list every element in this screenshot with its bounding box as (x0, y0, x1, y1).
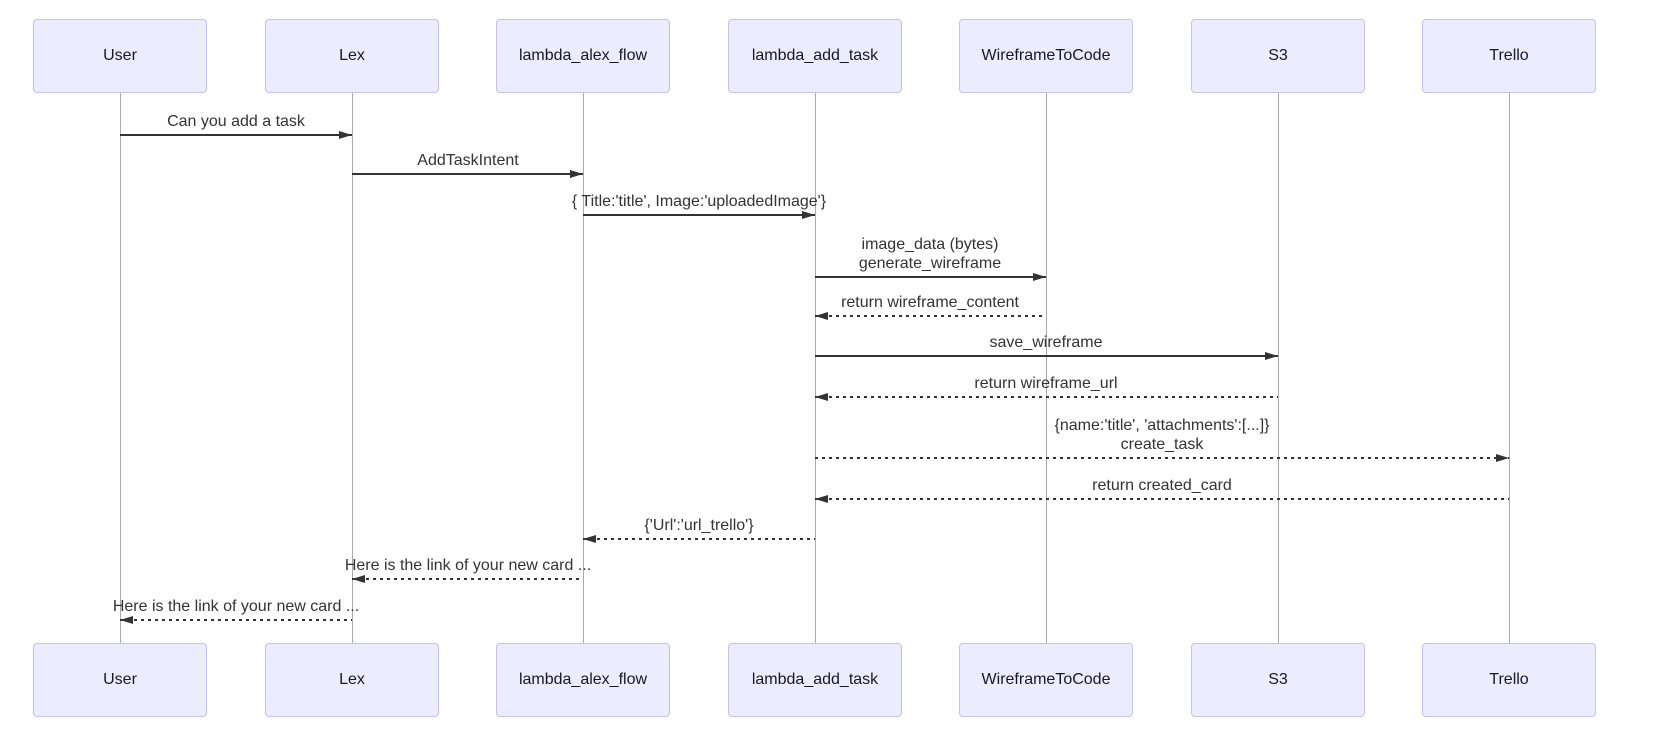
message-text: create_task (1120, 436, 1204, 453)
actor-top-lambda-add-task: lambda_add_task (728, 19, 902, 93)
message-2-line (352, 173, 583, 175)
message-10-line (583, 538, 815, 540)
message-10-label: {'Url':'url_trello'} (644, 516, 753, 535)
lifeline-s3 (1278, 93, 1279, 643)
message-text: image_data (bytes) (861, 236, 999, 253)
actor-top-wireframe-to-code: WireframeToCode (959, 19, 1133, 93)
message-text: return wireframe_content (841, 294, 1019, 311)
actor-label: Trello (1489, 47, 1529, 64)
lifeline-trello (1509, 93, 1510, 643)
actor-label: lambda_alex_flow (518, 671, 648, 688)
message-6-line (815, 355, 1278, 357)
arrowhead-right-icon (339, 131, 352, 139)
message-5-line (815, 315, 1046, 317)
message-text: save_wireframe (989, 334, 1103, 351)
actor-label: lambda_add_task (751, 671, 879, 688)
message-3-line (583, 214, 815, 216)
message-8-label: {name:'title', 'attachments':[...]} creat… (1055, 416, 1270, 454)
message-8-line (815, 457, 1509, 459)
actor-label: User (103, 671, 137, 688)
message-7-label: return wireframe_url (974, 374, 1117, 393)
arrowhead-left-icon (583, 535, 596, 543)
actor-label: WireframeToCode (981, 47, 1111, 64)
actor-label: lambda_add_task (751, 47, 879, 64)
message-text: AddTaskIntent (417, 152, 519, 169)
actor-bottom-wireframe-to-code: WireframeToCode (959, 643, 1133, 717)
message-11-line (352, 578, 583, 580)
actor-top-s3: S3 (1191, 19, 1365, 93)
arrowhead-right-icon (1033, 273, 1046, 281)
arrowhead-right-icon (1496, 454, 1509, 462)
actor-top-lambda-alex-flow: lambda_alex_flow (496, 19, 670, 93)
actor-top-lex: Lex (265, 19, 439, 93)
lifeline-lambda-alex-flow (583, 93, 584, 643)
lifeline-lambda-add-task (815, 93, 816, 643)
message-1-line (120, 134, 352, 136)
message-text: return created_card (1092, 477, 1232, 494)
arrowhead-left-icon (815, 312, 828, 320)
actor-bottom-s3: S3 (1191, 643, 1365, 717)
arrowhead-left-icon (352, 575, 365, 583)
message-11-label: Here is the link of your new card ... (345, 556, 591, 575)
actor-bottom-lambda-alex-flow: lambda_alex_flow (496, 643, 670, 717)
arrowhead-left-icon (815, 495, 828, 503)
arrowhead-right-icon (802, 211, 815, 219)
actor-label: Lex (339, 671, 365, 688)
actor-bottom-user: User (33, 643, 207, 717)
message-9-label: return created_card (1092, 476, 1232, 495)
message-text: {'Url':'url_trello'} (644, 517, 754, 534)
actor-label: Trello (1489, 671, 1529, 688)
message-text: { Title:'title', Image:'uploadedImage'} (571, 193, 827, 210)
message-text: Here is the link of your new card ... (344, 557, 592, 574)
actor-label: S3 (1268, 47, 1288, 64)
actor-top-user: User (33, 19, 207, 93)
message-9-line (815, 498, 1509, 500)
arrowhead-right-icon (1265, 352, 1278, 360)
message-4-line (815, 276, 1046, 278)
message-text: Can you add a task (167, 113, 305, 130)
actor-label: User (103, 47, 137, 64)
actor-bottom-trello: Trello (1422, 643, 1596, 717)
message-2-label: AddTaskIntent (417, 151, 518, 170)
lifeline-lex (352, 93, 353, 643)
message-12-line (120, 619, 352, 621)
message-4-label: image_data (bytes) generate_wireframe (859, 235, 1001, 273)
actor-bottom-lex: Lex (265, 643, 439, 717)
message-text: Here is the link of your new card ... (112, 598, 360, 615)
message-text: {name:'title', 'attachments':[...]} (1054, 417, 1270, 434)
message-5-label: return wireframe_content (841, 293, 1019, 312)
arrowhead-left-icon (815, 393, 828, 401)
actor-label: Lex (339, 47, 365, 64)
message-6-label: save_wireframe (990, 333, 1103, 352)
actor-label: lambda_alex_flow (518, 47, 648, 64)
actor-bottom-lambda-add-task: lambda_add_task (728, 643, 902, 717)
message-3-label: { Title:'title', Image:'uploadedImage'} (572, 192, 826, 211)
message-12-label: Here is the link of your new card ... (113, 597, 359, 616)
actor-top-trello: Trello (1422, 19, 1596, 93)
message-text: return wireframe_url (974, 375, 1118, 392)
message-1-label: Can you add a task (167, 112, 305, 131)
actor-label: WireframeToCode (981, 671, 1111, 688)
lifeline-user (120, 93, 121, 643)
message-text: generate_wireframe (858, 255, 1002, 272)
message-7-line (815, 396, 1278, 398)
arrowhead-right-icon (570, 170, 583, 178)
lifeline-wireframe-to-code (1046, 93, 1047, 643)
arrowhead-left-icon (120, 616, 133, 624)
actor-label: S3 (1268, 671, 1288, 688)
